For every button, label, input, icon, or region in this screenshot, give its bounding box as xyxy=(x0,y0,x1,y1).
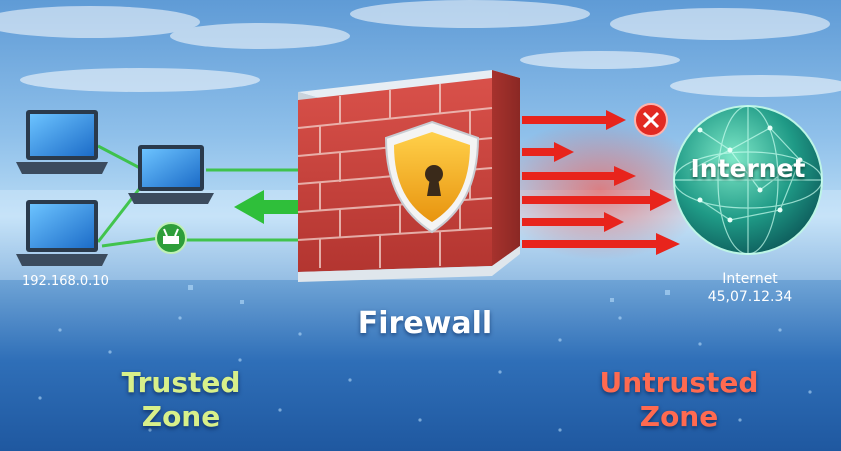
untrusted-zone-line2: Zone xyxy=(639,400,719,433)
firewall-title: Firewall xyxy=(357,306,493,341)
network-floor-dots xyxy=(38,285,812,432)
laptop-1 xyxy=(16,110,108,174)
trusted-zone-line1: Trusted xyxy=(121,366,241,399)
cloud-background xyxy=(0,0,841,97)
trusted-zone-label: Trusted Zone xyxy=(96,366,266,434)
close-icon xyxy=(634,103,668,137)
local-ip-label: 192.168.0.10 xyxy=(22,274,109,289)
internet-address-caption: Internet 45,07.12.34 xyxy=(690,270,810,306)
allowed-traffic-arrow xyxy=(234,190,306,224)
untrusted-traffic-arrows xyxy=(522,110,680,255)
laptop-2 xyxy=(128,145,214,204)
globe-internet-label: Internet xyxy=(690,154,806,183)
trusted-zone-line2: Zone xyxy=(141,400,221,433)
globe-icon xyxy=(673,105,823,255)
router-icon xyxy=(155,222,187,254)
untrusted-zone-label: Untrusted Zone xyxy=(584,366,774,434)
internet-caption-name: Internet xyxy=(722,271,778,287)
untrusted-zone-line1: Untrusted xyxy=(599,366,759,399)
internet-caption-ip: 45,07.12.34 xyxy=(707,289,793,305)
laptop-3 xyxy=(16,200,108,266)
shield-keyhole-icon xyxy=(384,120,480,234)
